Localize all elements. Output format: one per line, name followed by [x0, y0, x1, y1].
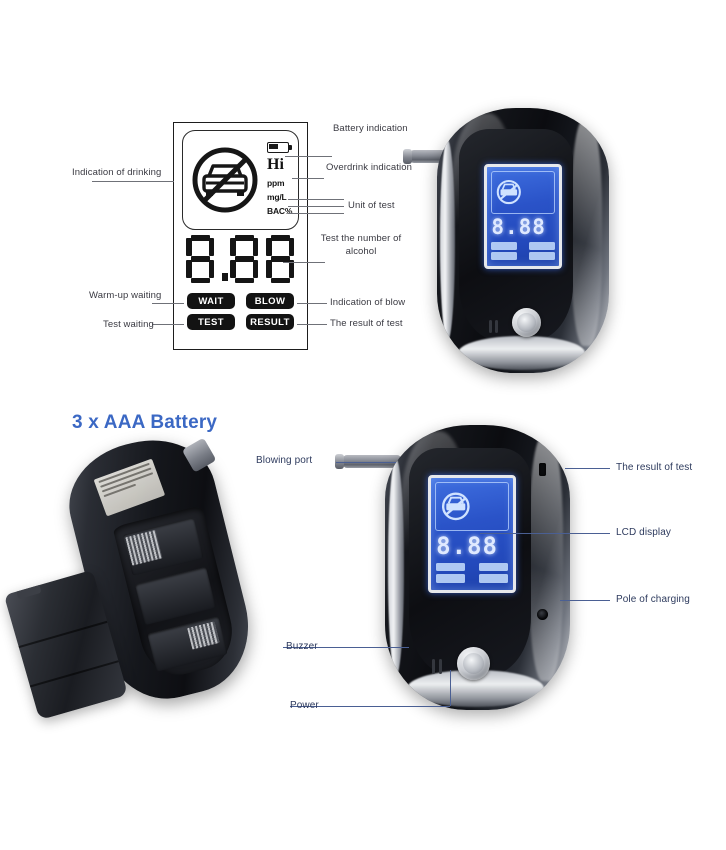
leader-power-h: [290, 706, 450, 707]
mouthpiece-tube-bottom: [343, 455, 401, 468]
device-front-view-bottom: 8.88: [335, 425, 570, 710]
lcd-status-pills-top: [491, 242, 555, 264]
status-pill-blow: BLOW: [246, 293, 294, 309]
leader-unit-bac: [288, 213, 344, 214]
unit-ppm: ppm: [267, 178, 285, 188]
leader-result-of-test: [565, 468, 610, 469]
power-button-bottom[interactable]: [457, 647, 490, 680]
battery-heading: 3 x AAA Battery: [72, 412, 218, 433]
charging-port-bottom: [537, 609, 548, 620]
leader-unit-ppm: [288, 199, 344, 200]
segment-digit-1: [186, 235, 214, 283]
leader-test-waiting: [152, 324, 184, 325]
leader-blowing-port: [336, 462, 396, 463]
result-port-bottom: [539, 463, 546, 476]
overdrink-indicator: Hi: [267, 156, 284, 173]
lcd-units-bottom: [483, 489, 505, 492]
chrome-edge-left-top: [439, 139, 456, 342]
decimal-point: [222, 273, 228, 281]
callout-result-of-test-top: The result of test: [330, 318, 403, 329]
leader-overdrink-indication: [292, 178, 324, 179]
battery-cover-tab: [15, 581, 42, 600]
callout-result-of-test-bottom: The result of test: [616, 462, 693, 473]
leader-unit-mgl: [288, 206, 344, 207]
unit-mgl: mg/L: [267, 192, 287, 202]
unit-bac: BAC%: [267, 206, 293, 216]
status-pill-test: TEST: [187, 314, 235, 330]
chrome-edge-right-bottom: [529, 436, 563, 682]
callout-blowing-port: Blowing port: [256, 455, 313, 466]
callout-unit-of-test: Unit of test: [348, 200, 395, 211]
power-button-top[interactable]: [512, 308, 541, 337]
leader-warmup-waiting: [152, 303, 184, 304]
segment-digit-3: [266, 235, 294, 283]
no-drink-driving-icon: [189, 139, 261, 221]
device-front-view-top: 8.88: [403, 108, 609, 373]
callout-overdrink-indication: Overdrink indication: [326, 162, 412, 173]
lcd-display-bottom: 8.88: [428, 475, 516, 593]
lcd-value-bottom: 8.88: [436, 532, 498, 561]
lcd-value-top: 8.88: [491, 215, 546, 240]
callout-warmup-waiting: Warm-up waiting: [89, 290, 162, 301]
lcd-units-top: [532, 177, 551, 179]
lcd-status-pills-bottom: [435, 563, 509, 588]
buzzer-slits-bottom: [432, 659, 447, 674]
buzzer-slits-top: [489, 320, 503, 333]
segment-digit-2: [230, 235, 258, 283]
lcd-upper-panel: Hi ppm mg/L BAC%: [182, 130, 299, 230]
leader-result-of-test: [297, 324, 327, 325]
lcd-upper-zone-bottom: [435, 482, 509, 531]
battery-cavity: [113, 505, 241, 683]
callout-test-waiting: Test waiting: [103, 319, 154, 330]
status-pill-result: RESULT: [246, 314, 294, 330]
seven-segment-readout: [186, 235, 298, 283]
leader-lcd-display: [480, 533, 610, 534]
chrome-edge-left-bottom: [387, 459, 405, 676]
lcd-car-icon-top: [495, 175, 523, 209]
lcd-schematic-diagram: Hi ppm mg/L BAC% WAIT: [173, 122, 308, 350]
callout-power: Power: [290, 700, 319, 711]
callout-alcohol-number: Test the number of alcohol: [320, 233, 402, 257]
callout-lcd-display: LCD display: [616, 527, 672, 538]
battery-label-sticker: [93, 458, 165, 517]
status-pill-wait: WAIT: [187, 293, 235, 309]
lcd-display-top: 8.88: [484, 164, 562, 269]
lcd-upper-zone-top: [490, 170, 556, 214]
callout-buzzer: Buzzer: [286, 641, 318, 652]
mouthpiece-cap-bottom: [335, 454, 344, 469]
leader-battery-indication: [285, 156, 332, 157]
battery-indicator-icon: [267, 142, 293, 153]
chrome-edge-right-top: [571, 118, 603, 347]
leader-indication-of-blow: [297, 303, 327, 304]
callout-battery-indication: Battery indication: [333, 123, 408, 134]
mouthpiece-cap-top: [403, 149, 412, 164]
leader-alcohol-number: [283, 262, 325, 263]
leader-buzzer: [283, 647, 409, 648]
callout-pole-of-charging: Pole of charging: [616, 594, 690, 605]
callout-indication-of-blow: Indication of blow: [330, 297, 406, 308]
lcd-car-icon-bottom: [440, 487, 472, 526]
leader-pole-of-charging: [560, 600, 610, 601]
callout-indication-of-drinking: Indication of drinking: [72, 167, 162, 178]
leader-power-v: [450, 670, 451, 706]
chrome-edge-bottom-top: [457, 335, 585, 371]
leader-indication-of-drinking: [92, 181, 174, 182]
